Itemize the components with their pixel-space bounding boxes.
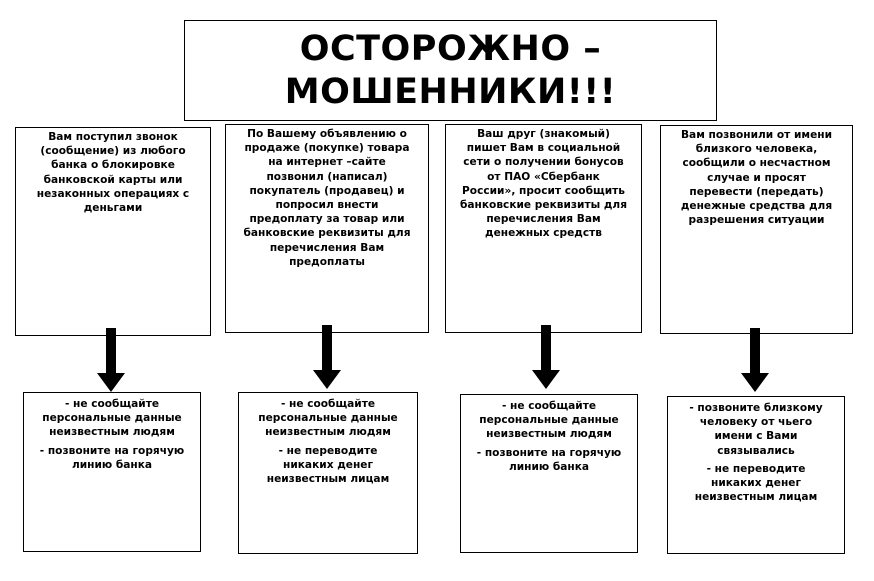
advice-2-item-1: - не сообщайте персональные данные неизв…: [258, 398, 398, 439]
advice-box-1: - не сообщайте персональные данные неизв…: [23, 392, 201, 552]
situation-text-1: Вам поступил звонок (сообщение) из любог…: [36, 131, 190, 215]
down-arrow-icon: [741, 328, 769, 392]
situation-text-2: По Вашему объявлению о продаже (покупке)…: [243, 128, 411, 268]
advice-box-3: - не сообщайте персональные данные неизв…: [460, 394, 638, 553]
situation-box-3: Ваш друг (знакомый) пишет Вам в социальн…: [445, 124, 642, 333]
advice-3-item-1: - не сообщайте персональные данные неизв…: [479, 400, 619, 441]
situation-box-4: Вам позвонили от имени близкого человека…: [660, 125, 853, 334]
down-arrow-icon: [532, 325, 560, 389]
advice-2-item-2: - не переводите никаких денег неизвестны…: [266, 444, 390, 486]
advice-box-4: - позвоните близкому человеку от чьего и…: [667, 396, 845, 554]
title-box: ОСТОРОЖНО – МОШЕННИКИ!!!: [184, 20, 717, 121]
advice-4-item-2: - не переводите никаких денег неизвестны…: [694, 462, 818, 504]
situation-box-1: Вам поступил звонок (сообщение) из любог…: [15, 127, 211, 336]
situation-text-3: Ваш друг (знакомый) пишет Вам в социальн…: [460, 128, 627, 240]
title-line-2: МОШЕННИКИ!!!: [284, 71, 617, 112]
situation-text-4: Вам позвонили от имени близкого человека…: [680, 129, 833, 227]
down-arrow-icon: [313, 325, 341, 389]
advice-1-item-1: - не сообщайте персональные данные неизв…: [42, 398, 182, 439]
title-line-1: ОСТОРОЖНО –: [299, 28, 602, 69]
advice-1-item-2: - позвоните на горячую линию банка: [39, 444, 185, 471]
situation-box-2: По Вашему объявлению о продаже (покупке)…: [225, 124, 429, 333]
advice-3-item-2: - позвоните на горячую линию банка: [476, 446, 622, 473]
advice-4-item-1: - позвоните близкому человеку от чьего и…: [689, 402, 823, 457]
down-arrow-icon: [97, 328, 125, 392]
advice-box-2: - не сообщайте персональные данные неизв…: [238, 392, 418, 554]
